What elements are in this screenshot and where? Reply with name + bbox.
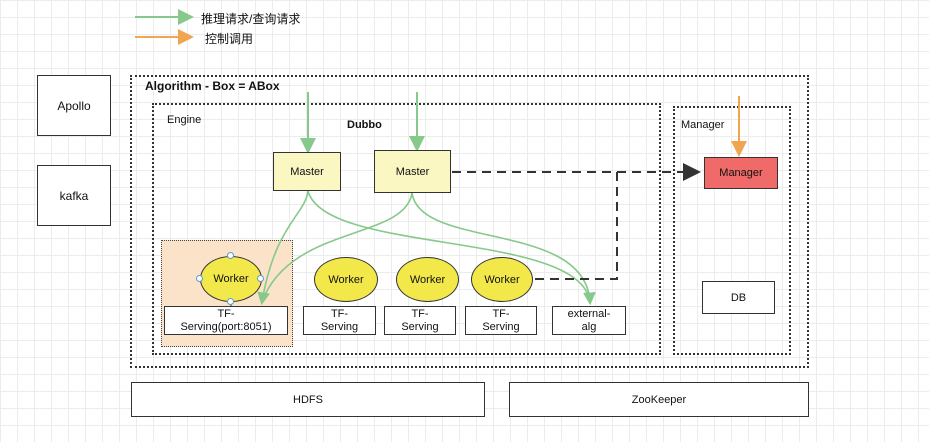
db-node: DB xyxy=(702,281,775,314)
legend-inference-label: 推理请求/查询请求 xyxy=(201,12,301,26)
serving-3-line2: Serving xyxy=(401,320,439,333)
worker-4-label: Worker xyxy=(484,273,520,286)
serving-1-line1: TF- xyxy=(217,307,235,320)
apollo-label: Apollo xyxy=(57,98,91,113)
serving-1: TF- Serving(port:8051) xyxy=(164,306,288,335)
db-label: DB xyxy=(730,291,747,304)
external-alg-line2: alg xyxy=(581,320,597,333)
serving-3: TF- Serving xyxy=(384,306,456,335)
selection-handle[interactable] xyxy=(227,252,234,259)
serving-3-line1: TF- xyxy=(411,307,429,320)
worker-2: Worker xyxy=(314,257,378,302)
dubbo-label: Dubbo xyxy=(347,119,382,131)
hdfs-label: HDFS xyxy=(293,393,323,406)
route-master2-external xyxy=(411,192,596,306)
abox-title: Algorithm - Box = ABox xyxy=(145,79,280,93)
kafka-label: kafka xyxy=(59,188,89,203)
manager-node-label: Manager xyxy=(719,167,763,179)
route-master2-serving1 xyxy=(261,192,413,303)
selection-handle[interactable] xyxy=(196,275,203,282)
worker-4: Worker xyxy=(471,257,533,302)
master-2-label: Master xyxy=(395,165,430,178)
manager-node: Manager xyxy=(704,157,778,189)
worker-3-label: Worker xyxy=(409,273,446,286)
serving-4-line2: Serving xyxy=(482,320,520,333)
abox-container xyxy=(130,75,809,368)
selection-handle[interactable] xyxy=(227,298,234,305)
zookeeper-box: ZooKeeper xyxy=(509,382,809,417)
serving-4-line1: TF- xyxy=(492,307,510,320)
kafka-box: kafka xyxy=(37,165,111,226)
serving-2-line2: Serving xyxy=(320,320,359,333)
engine-container xyxy=(152,103,661,355)
dashed-worker-manager xyxy=(535,172,618,280)
route-master1-serving1 xyxy=(257,190,309,306)
manager-panel-title: Manager xyxy=(681,119,725,131)
legend-control-label: 控制调用 xyxy=(205,32,254,46)
worker-2-label: Worker xyxy=(328,273,364,286)
master-2: Master xyxy=(374,150,451,193)
engine-title: Engine xyxy=(167,114,202,126)
hdfs-box: HDFS xyxy=(131,382,485,417)
manager-panel xyxy=(673,106,791,355)
master-1-label: Master xyxy=(290,165,324,178)
serving-2: TF- Serving xyxy=(303,306,376,335)
external-alg: external- alg xyxy=(552,306,626,335)
serving-1-line2: Serving(port:8051) xyxy=(180,320,272,333)
worker-1-label: Worker xyxy=(213,273,249,285)
master-1: Master xyxy=(273,152,341,191)
worker-1: Worker xyxy=(200,256,262,302)
worker-3: Worker xyxy=(396,257,459,302)
serving-2-line1: TF- xyxy=(330,307,349,320)
serving-4: TF- Serving xyxy=(465,306,537,335)
apollo-box: Apollo xyxy=(37,75,111,136)
selection-handle[interactable] xyxy=(257,275,264,282)
external-alg-line1: external- xyxy=(567,307,611,320)
zookeeper-label: ZooKeeper xyxy=(631,393,687,406)
